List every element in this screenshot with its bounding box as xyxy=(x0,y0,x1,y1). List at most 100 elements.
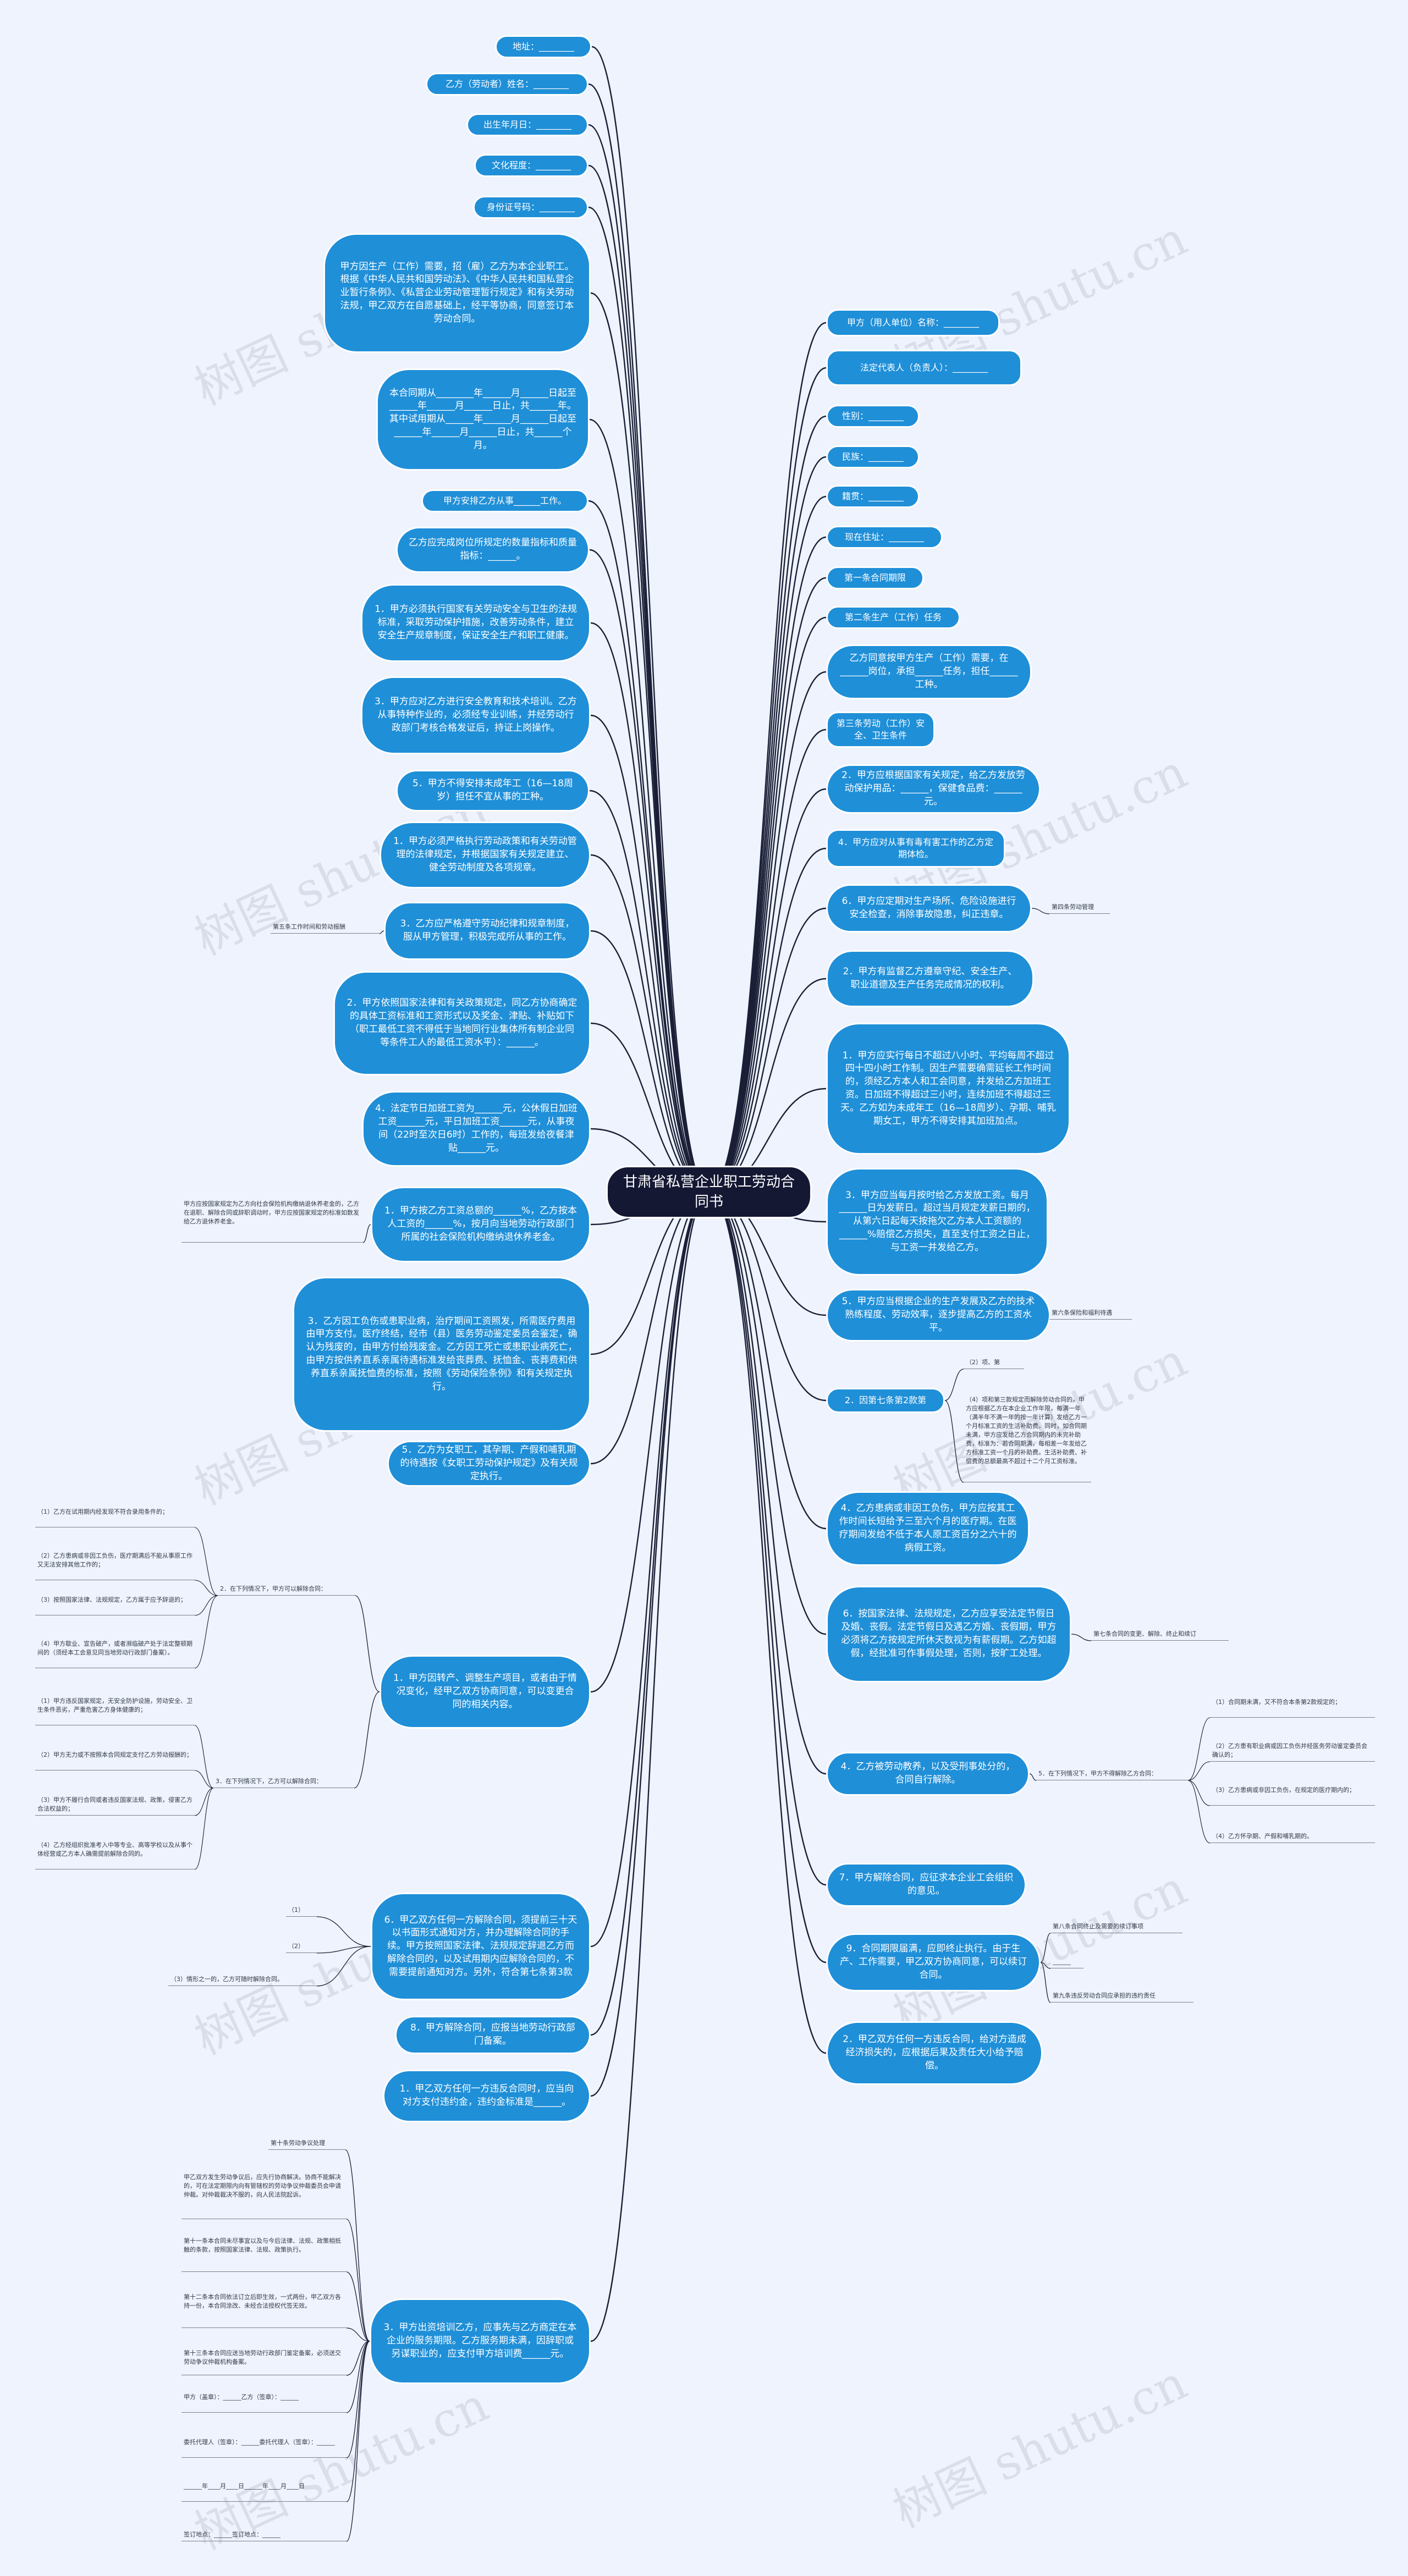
connector-line xyxy=(591,46,710,1193)
branch-node-address[interactable]: 地址：________ xyxy=(495,35,592,58)
branch-node-wage-3[interactable]: 3．甲方应当每月按时给乙方发放工资。每月______日为发薪日。超过当月规定发薪… xyxy=(826,1168,1048,1276)
leaf-article-13: 第十三条本合同应送当地劳动行政部门鉴定备案，必须送交劳动争议仲裁机构备案。 xyxy=(182,2348,346,2375)
branch-node-breach-3[interactable]: 3．甲方出资培训乙方，应事先与乙方商定在本企业的服务期限。乙方服务期未满，因辞职… xyxy=(370,2298,591,2384)
branch-node-termination-2[interactable]: 2．因第七条第2款第 xyxy=(826,1388,945,1413)
branch-node-safety-1[interactable]: 1．甲方必须执行国家有关劳动安全与卫生的法规标准，采取劳动保护措施，改善劳动条件… xyxy=(361,584,591,662)
leaf-cannot-terminate: 5．在下列情况下，甲方不得解除乙方合同： xyxy=(1036,1768,1188,1780)
connector-line xyxy=(708,536,827,1193)
leaf-agent: 委托代理人（签章）：______委托代理人（签章）：______ xyxy=(182,2437,346,2458)
branch-node-insurance-3[interactable]: 3．乙方因工负伤或患职业病，治疗期间工资照发，所需医疗费用由甲方支付。医疗终结，… xyxy=(293,1277,591,1432)
branch-node-protection-4[interactable]: 4．甲方应对从事有毒有害工作的乙方定期体检。 xyxy=(826,829,1005,868)
leaf-condition: （3）按照国家法律、法规规定，乙方属于应予辞退的； xyxy=(35,1595,195,1615)
branch-node-article-1[interactable]: 第一条合同期限 xyxy=(826,566,924,589)
connector-line xyxy=(346,2219,370,2342)
leaf-article-5: 第五条工作时间和劳动报酬 xyxy=(271,922,380,934)
branch-node-work-hours-1[interactable]: 1．甲方应实行每日不超过八小时、平均每周不超过四十四小时工作制。因生产需要确需延… xyxy=(826,1023,1070,1155)
leaf-article-12: 第十二条本合同依法订立后即生效，一式两份，甲乙双方各持一份，本合同涂改、未经合法… xyxy=(182,2292,346,2328)
leaf-article-7: 第七条合同的变更、解除、终止和续订 xyxy=(1091,1629,1229,1641)
connector-line xyxy=(1071,1634,1092,1641)
branch-node-employee-name[interactable]: 乙方（劳动者）姓名：________ xyxy=(426,73,588,96)
branch-node-safety-5[interactable]: 5．甲方不得安排未成年工（16—18周岁）担任不宜从事的工种。 xyxy=(396,770,590,812)
branch-node-birth-date[interactable]: 出生年月日：________ xyxy=(466,113,588,136)
connector-line xyxy=(588,206,710,1193)
connector-line xyxy=(346,2341,370,2413)
branch-node-dismissal-4[interactable]: 4．乙方被劳动教养，以及受刑事处分的，合同自行解除。 xyxy=(826,1752,1030,1796)
branch-node-expiry-9[interactable]: 9．合同期限届满，应即终止执行。由于生产、工作需要，甲乙双方协商同意，可以续订合… xyxy=(826,1933,1041,1992)
branch-node-management-3[interactable]: 3．乙方应严格遵守劳动纪律和规章制度，服从甲方管理，积极完成所从事的工作。 xyxy=(384,902,591,960)
branch-node-wage-2[interactable]: 2．甲方依照国家法律和有关政策规定，同乙方协商确定的具体工资标准和工资形式以及奖… xyxy=(333,971,591,1075)
connector-line xyxy=(708,671,827,1193)
branch-node-safety-3[interactable]: 3．甲方应对乙方进行安全教育和技术培训。乙方从事特种作业的，必须经专业训练，并经… xyxy=(361,676,591,754)
connector-line xyxy=(346,2341,370,2458)
branch-node-insurance-1[interactable]: 1．甲方按乙方工资总额的______%，乙方按本人工资的______%，按月向当… xyxy=(371,1187,591,1262)
connector-line xyxy=(708,1191,827,1886)
connector-line xyxy=(590,292,710,1193)
connector-line xyxy=(708,456,827,1193)
branch-node-wage-4[interactable]: 4．法定节日加班工资为______元，公休假日加班工资______元，平日加班工… xyxy=(362,1091,591,1167)
branch-node-protection-2[interactable]: 2．甲方应根据国家有关规定，给乙方发放劳动保护用品：______，保健食品费：_… xyxy=(826,764,1041,814)
branch-node-breach-1[interactable]: 1．甲乙双方任何一方违反合同时，应当向对方支付违约金，违约金标准是______。 xyxy=(383,2070,591,2122)
connector-line xyxy=(1187,1780,1211,1806)
connector-line xyxy=(589,549,710,1193)
branch-node-management-1[interactable]: 1．甲方必须严格执行劳动政策和有关劳动管理的法律规定，并根据国家有关规定建立、健… xyxy=(380,821,591,889)
leaf-article-4: 第四条劳动管理 xyxy=(1049,902,1110,914)
leaf-condition: （3）甲方不履行合同或者违反国家法规、政策，侵害乙方合法权益的； xyxy=(35,1795,195,1816)
connector-line xyxy=(589,418,710,1193)
leaf-condition: （4）乙方经组织批准考入中等专业、高等学校以及从事个体经营或乙方本人确需提前解除… xyxy=(35,1840,195,1869)
connector-line xyxy=(708,322,827,1193)
branch-node-gender[interactable]: 性别：________ xyxy=(826,405,920,428)
branch-node-preamble[interactable]: 甲方因生产（工作）需要，招（雇）乙方为本企业职工。根据《中华人民共和国劳动法》、… xyxy=(323,233,591,353)
leaf-condition: （1）合同期未满，又不符合本条第2款规定的； xyxy=(1210,1697,1375,1718)
branch-node-breach-2[interactable]: 2．甲乙双方任何一方违反合同，给对方造成经济损失的，应根据后果及责任大小给予赔偿… xyxy=(826,2021,1043,2085)
branch-node-job-assignment[interactable]: 甲方安排乙方从事______工作。 xyxy=(421,489,588,512)
leaf-employee-may-terminate: 3．在下列情况下，乙方可以解除合同： xyxy=(213,1776,354,1788)
connector-line xyxy=(1031,908,1050,914)
connector-line xyxy=(708,1191,827,2054)
branch-node-current-address[interactable]: 现在住址：________ xyxy=(826,526,943,549)
branch-node-union-7[interactable]: 7．甲方解除合同，应征求本企业工会组织的意见。 xyxy=(826,1863,1026,1907)
connector-line xyxy=(708,577,827,1193)
branch-node-contract-term[interactable]: 本合同期从________年______月______日起至______年___… xyxy=(376,368,590,471)
connector-line xyxy=(362,1224,371,1243)
connector-line xyxy=(194,1580,218,1596)
branch-node-native-place[interactable]: 籍贯：________ xyxy=(826,485,920,508)
root-node[interactable]: 甘肃省私营企业职工劳动合同书 xyxy=(606,1166,812,1218)
connector-line xyxy=(346,2271,370,2342)
connector-line xyxy=(194,1788,214,1870)
branch-node-change-8[interactable]: 8．甲方解除合同，应报当地劳动行政部门备案。 xyxy=(395,2016,591,2054)
branch-node-change-1[interactable]: 1．甲方因转产、调整生产项目，或者由于情况变化，经甲乙双方协商同意，可以变更合同… xyxy=(380,1655,591,1729)
leaf-date: ______年____月____日______年____月____日 xyxy=(182,2481,346,2502)
connector-line xyxy=(590,714,710,1193)
connector-line xyxy=(708,729,827,1193)
leaf-condition: （3）乙方患病或非因工负伤，在规定的医疗期内的； xyxy=(1210,1785,1375,1806)
branch-node-id-number[interactable]: 身份证号码：________ xyxy=(473,196,588,219)
connector-line xyxy=(708,1191,827,1775)
branch-node-ethnicity[interactable]: 民族：________ xyxy=(826,445,920,468)
leaf-dispute: 甲乙双方发生劳动争议后，应先行协商解决。协商不能解决的，可在法定期限内向有管辖权… xyxy=(182,2172,346,2219)
branch-node-education[interactable]: 文化程度：________ xyxy=(474,154,588,177)
branch-node-change-6[interactable]: 6．甲乙双方任何一方解除合同，须提前三十天以书面形式通知对方，并办理解除合同的手… xyxy=(371,1893,591,2000)
branch-node-article-2[interactable]: 第二条生产（工作）任务 xyxy=(826,606,960,629)
leaf-pension-note: 甲方应按国家规定为乙方向社会保险机构缴纳退休养老金的，乙方在退职、解除合同或辞职… xyxy=(182,1199,363,1243)
branch-node-insurance-5[interactable]: 5．乙方为女职工，其孕期、产假和哺乳期的待遇按《女职工劳动保护规定》及有关规定执… xyxy=(387,1441,591,1487)
branch-node-task-detail[interactable]: 乙方同意按甲方生产（工作）需要，在______岗位，承担______任务，担任_… xyxy=(826,644,1032,699)
branch-node-holidays-6[interactable]: 6．按国家法律、法规规定，乙方应享受法定节假日及婚、丧假。法定节假日及遇乙方婚、… xyxy=(826,1586,1071,1683)
branch-node-article-3[interactable]: 第三条劳动（工作）安全、卫生条件 xyxy=(826,711,935,748)
leaf-employer-may-terminate: 2．在下列情况下，甲方可以解除合同： xyxy=(218,1584,355,1596)
connector-line xyxy=(346,2341,370,2376)
branch-node-supervise-2[interactable]: 2．甲方有监督乙方遵章守纪、安全生产、职业道德及生产任务完成情况的权利。 xyxy=(826,950,1034,1007)
branch-node-wage-5[interactable]: 5．甲方应当根据企业的生产发展及乙方的技术熟练程度、劳动效率，逐步提高乙方的工资… xyxy=(826,1289,1050,1342)
connector-line xyxy=(708,907,827,1193)
connector-line xyxy=(708,367,827,1193)
connector-line xyxy=(355,1595,380,1692)
connector-line xyxy=(346,2327,370,2342)
branch-node-protection-6[interactable]: 6．甲方应定期对生产场所、危险设施进行安全检查，消除事故隐患，纠正违章。 xyxy=(826,884,1032,933)
branch-node-employer-name[interactable]: 甲方（用人单位）名称：________ xyxy=(826,309,1000,337)
branch-node-sick-leave-4[interactable]: 4．乙方患病或非因工负伤，甲方应按其工作时间长短给予三至六个月的医疗期。在医疗期… xyxy=(826,1491,1030,1566)
branch-node-legal-rep[interactable]: 法定代表人（负责人）：________ xyxy=(826,350,1022,386)
connector-line xyxy=(590,622,710,1193)
branch-node-quality-quota[interactable]: 乙方应完成岗位所规定的数量指标和质量指标：______。 xyxy=(396,527,590,573)
connector-line xyxy=(1040,1962,1051,1969)
leaf-article-8: 第八条合同终止及需要的续订事项 xyxy=(1050,1921,1182,1933)
